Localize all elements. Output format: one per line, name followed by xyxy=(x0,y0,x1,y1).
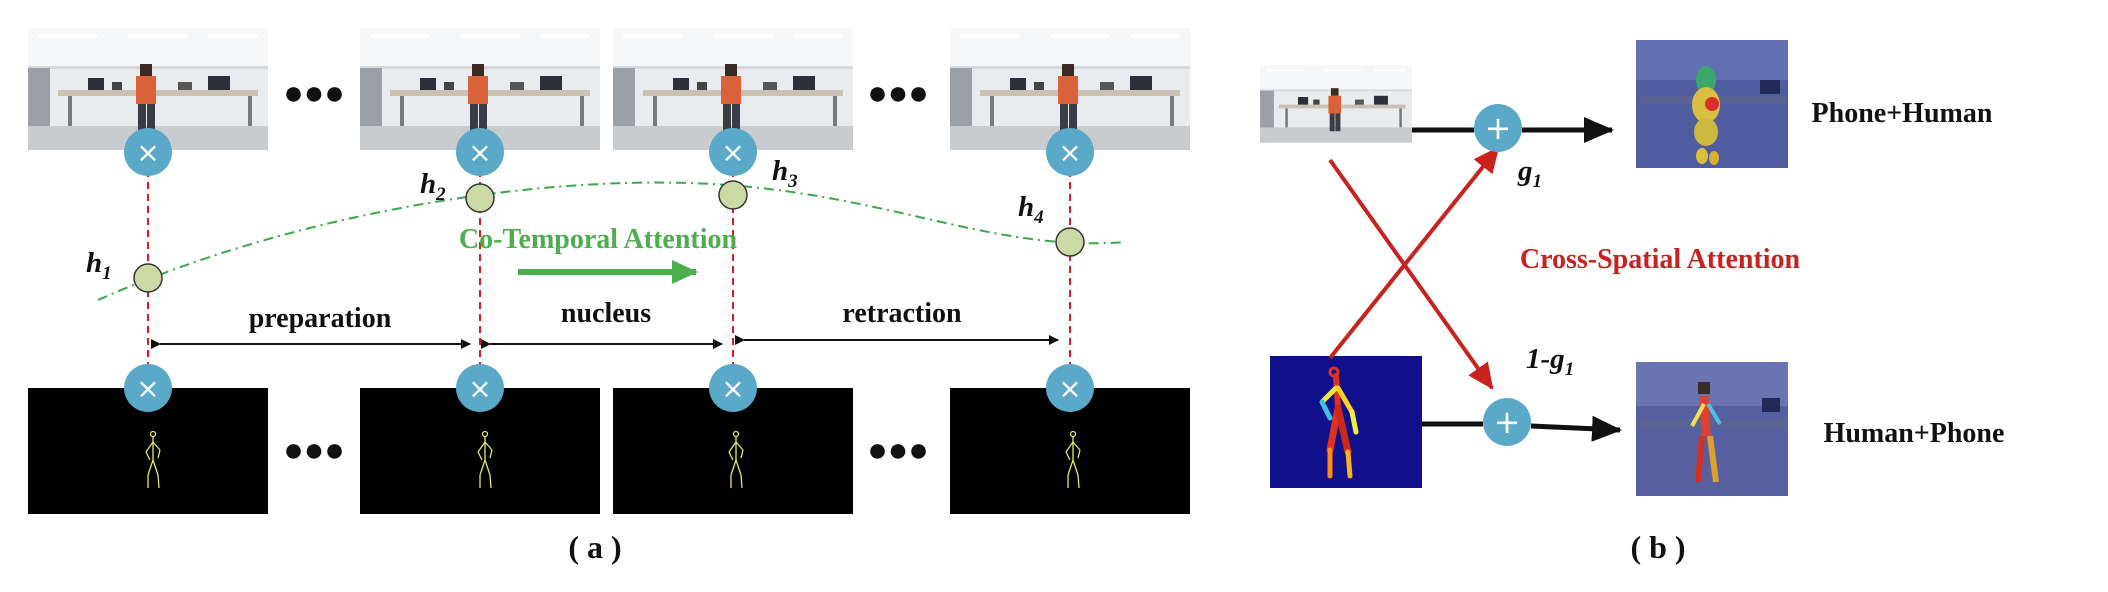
caption-a: ( a ) xyxy=(568,529,621,565)
svg-text:×: × xyxy=(136,372,159,405)
svg-text:×: × xyxy=(468,136,491,169)
output-label-bottom: Human+Phone xyxy=(1824,418,2005,449)
multiply-node-bottom-3: × xyxy=(709,364,757,412)
svg-text:×: × xyxy=(136,136,159,169)
gate-label-top: g1 xyxy=(1517,155,1542,192)
multiply-node-top-1: × xyxy=(124,128,172,176)
multiply-node-bottom-4: × xyxy=(1046,364,1094,412)
svg-text:+: + xyxy=(1494,403,1521,441)
svg-text:+: + xyxy=(1485,109,1512,147)
phase-label-retraction: retraction xyxy=(842,298,962,329)
add-node-bottom: + xyxy=(1483,398,1531,446)
hidden-state-label-1: h1 xyxy=(86,247,112,284)
hidden-state-node-2 xyxy=(465,183,495,213)
svg-text:×: × xyxy=(1058,372,1081,405)
hidden-state-node-3 xyxy=(718,180,748,210)
co-temporal-attention-label: Co-Temporal Attention xyxy=(459,224,738,255)
multiply-node-top-2: × xyxy=(456,128,504,176)
output-heatmap-top xyxy=(1636,40,1788,168)
multiply-node-bottom-1: × xyxy=(124,364,172,412)
input-pose-image xyxy=(1270,356,1422,488)
svg-text:×: × xyxy=(1058,136,1081,169)
hidden-state-node-1 xyxy=(133,263,163,293)
ellipsis-bottom-right: ●●● xyxy=(867,432,929,469)
svg-text:×: × xyxy=(721,372,744,405)
phase-label-nucleus: nucleus xyxy=(561,298,651,329)
temporal-curve xyxy=(97,181,1126,301)
hidden-state-label-2: h2 xyxy=(420,168,446,205)
input-rgb-image xyxy=(1260,65,1412,143)
panel-a: ●●● ●●● ●●● ●●● h1 h2 h3 h4 Co-Temporal … xyxy=(28,28,1190,565)
hidden-state-label-3: h3 xyxy=(772,155,798,192)
svg-text:×: × xyxy=(468,372,491,405)
panel-b: + + g1 1-g1 Cross-Spatial Attention xyxy=(1260,40,2004,565)
cross-spatial-attention-label: Cross-Spatial Attention xyxy=(1520,244,1801,275)
cross-arrow-rgb-to-bottom xyxy=(1328,158,1494,390)
hidden-state-node-4 xyxy=(1055,227,1085,257)
caption-b: ( b ) xyxy=(1630,529,1685,565)
ellipsis-top-right: ●●● xyxy=(867,75,929,112)
svg-text:×: × xyxy=(721,136,744,169)
ellipsis-top-left: ●●● xyxy=(283,75,345,112)
cross-arrow-pose-to-top xyxy=(1328,146,1500,360)
output-label-top: Phone+Human xyxy=(1812,98,1993,129)
phase-label-preparation: preparation xyxy=(249,303,392,334)
output-heatmap-bottom xyxy=(1636,362,1788,496)
add-node-top: + xyxy=(1474,104,1522,152)
add-bottom-output-arrow xyxy=(1530,415,1622,442)
multiply-node-bottom-2: × xyxy=(456,364,504,412)
multiply-node-top-3: × xyxy=(709,128,757,176)
ellipsis-bottom-left: ●●● xyxy=(283,432,345,469)
hidden-state-label-4: h4 xyxy=(1018,191,1044,228)
multiply-node-top-4: × xyxy=(1046,128,1094,176)
gate-label-bottom: 1-g1 xyxy=(1526,343,1574,380)
